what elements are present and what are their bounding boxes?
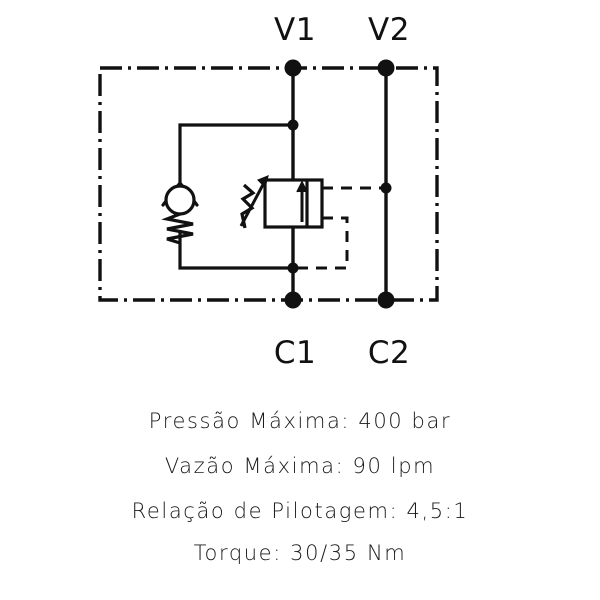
relief-valve-spring-icon xyxy=(240,183,256,229)
spec-line-torque: Torque: 30/35 Nm xyxy=(194,541,407,565)
port-label-v2: V2 xyxy=(368,12,410,48)
spec-line-flow: Vazão Máxima: 90 lpm xyxy=(165,454,435,478)
junction-dot-v1 xyxy=(284,59,302,77)
relief-valve-flow-arrow-head xyxy=(296,180,308,193)
relief-valve-symbol xyxy=(239,174,324,229)
port-label-c2: C2 xyxy=(368,335,410,371)
port-label-c1: C1 xyxy=(274,335,316,371)
relief-valve-body xyxy=(263,178,324,229)
port-label-v1: V1 xyxy=(274,12,316,48)
relief-valve-adjust-arrow-shaft xyxy=(239,178,268,227)
junction-dot-pilot-v2 xyxy=(380,182,392,194)
enclosure-rect xyxy=(98,66,439,302)
check-valve-ball-icon xyxy=(164,184,196,216)
junction-dot-c2 xyxy=(377,291,395,309)
pilot-line-lower xyxy=(293,216,349,270)
spec-line-pilot-ratio: Relação de Pilotagem: 4,5:1 xyxy=(132,499,469,523)
junction-dot-v2 xyxy=(377,59,395,77)
check-valve-symbol xyxy=(161,180,199,245)
junction-dot-c1 xyxy=(284,291,302,309)
relief-valve-adjust-arrow-head xyxy=(256,174,269,189)
junction-dot-check-branch-bottom xyxy=(287,262,299,274)
junction-dot-check-branch-top xyxy=(287,119,299,131)
enclosure-boundary xyxy=(98,66,439,302)
line-check-valve-lower-branch xyxy=(178,232,293,270)
check-valve-spring-icon xyxy=(161,212,194,245)
spec-line-pressure: Pressão Máxima: 400 bar xyxy=(149,409,451,433)
line-check-valve-upper-branch xyxy=(178,123,293,185)
